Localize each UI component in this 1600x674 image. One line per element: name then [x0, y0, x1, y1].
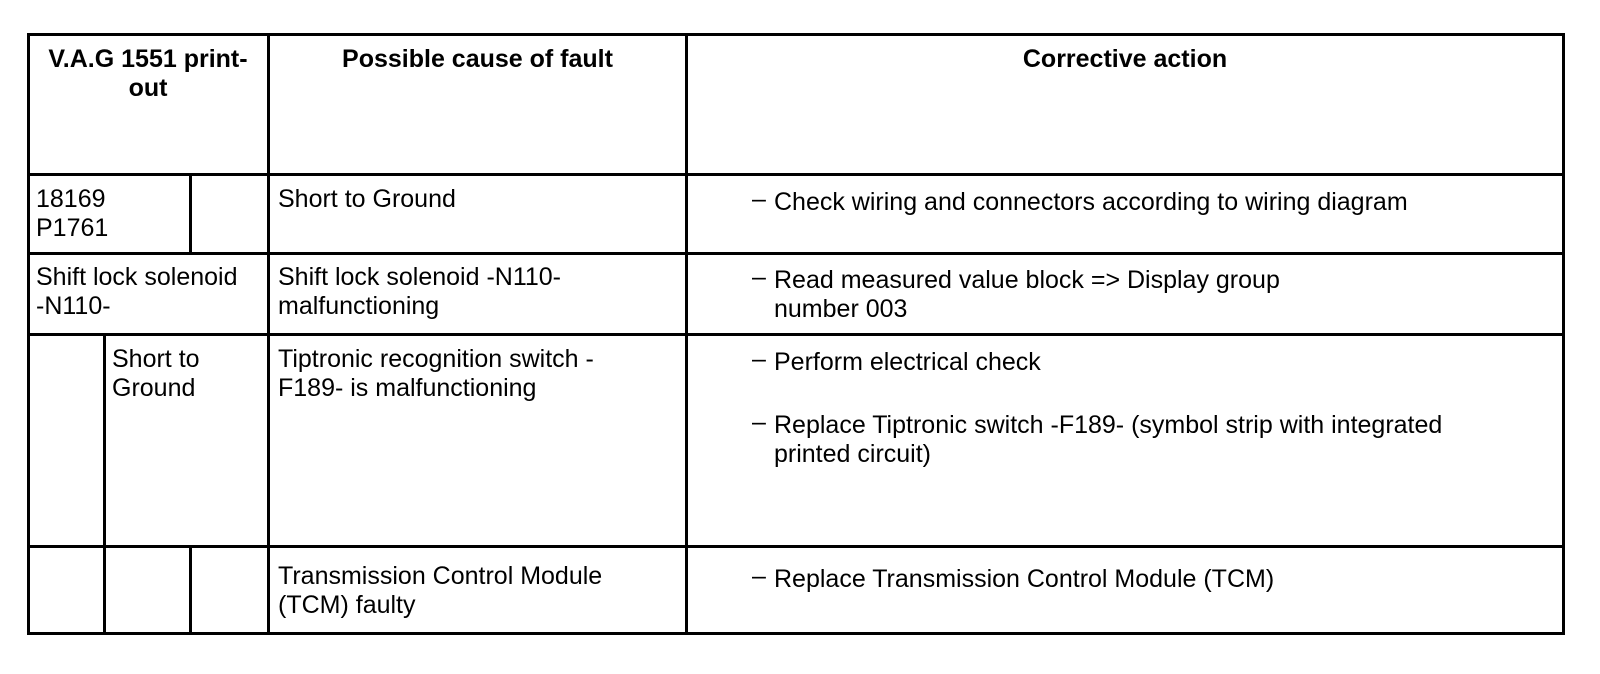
row2-action-dash: –	[752, 263, 766, 291]
row3-cause: Tiptronic recognition switch - F189- is …	[278, 345, 594, 402]
row3-action-dash-1: –	[752, 345, 766, 373]
row-divider	[27, 173, 1565, 176]
row3-action-1: Perform electrical check	[774, 348, 1041, 376]
row2-code: Shift lock solenoid -N110-	[36, 263, 238, 320]
row3-code: Short to Ground	[112, 345, 200, 402]
row-divider	[27, 252, 1565, 255]
row-divider	[27, 545, 1565, 548]
row-divider	[27, 333, 1565, 336]
row1-code: 18169 P1761	[36, 185, 109, 242]
row4-cause: Transmission Control Module (TCM) faulty	[278, 562, 603, 619]
row3-action-2: Replace Tiptronic switch -F189- (symbol …	[774, 411, 1443, 468]
row1-action-1: Check wiring and connectors according to…	[774, 188, 1408, 216]
sub-column-divider	[189, 545, 192, 635]
header-action: Corrective action	[1022, 45, 1228, 73]
sub-column-divider	[103, 333, 106, 635]
row1-cause: Short to Ground	[278, 185, 456, 213]
row4-action-1: Replace Transmission Control Module (TCM…	[774, 565, 1275, 593]
row2-cause: Shift lock solenoid -N110- malfunctionin…	[278, 263, 562, 320]
header-printout: V.A.G 1551 print- out	[48, 45, 248, 102]
row4-action-dash: –	[752, 562, 766, 590]
row1-action-dash: –	[752, 185, 766, 213]
header-cause: Possible cause of fault	[342, 45, 613, 73]
row3-action-dash-2: –	[752, 408, 766, 436]
sub-column-divider	[189, 173, 192, 252]
row2-action-1: Read measured value block => Display gro…	[774, 266, 1280, 323]
